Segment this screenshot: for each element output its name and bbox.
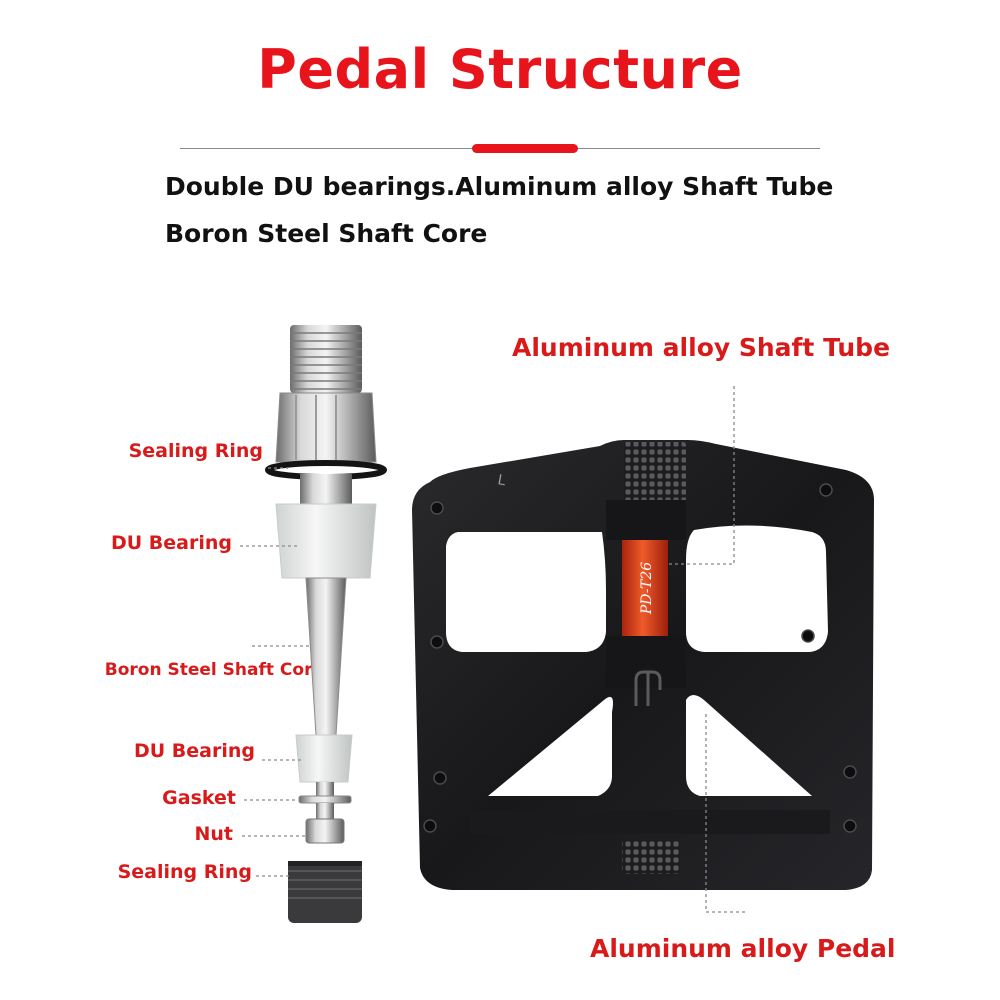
pedal-model-mark: PD-T26 <box>639 562 655 615</box>
label-sealing-ring-bottom: Sealing Ring <box>117 861 252 883</box>
pedal-side-mark: L <box>496 472 507 489</box>
label-shaft-tube: Aluminum alloy Shaft Tube <box>512 333 891 362</box>
gasket <box>298 795 352 804</box>
pedal-pins <box>423 483 857 833</box>
pedal-leader-lines <box>668 386 746 913</box>
label-nut: Nut <box>194 823 233 845</box>
boron-steel-shaft-core <box>305 577 347 736</box>
description-line-2: Boron Steel Shaft Core <box>165 219 488 248</box>
pedal-body: PD-T26 L <box>412 440 874 890</box>
label-du-bearing-top: DU Bearing <box>110 532 232 554</box>
title-divider-accent <box>472 144 578 153</box>
page-title: Pedal Structure <box>257 38 743 101</box>
label-boron-steel-shaft-core: Boron Steel Shaft Core <box>104 660 324 680</box>
label-du-bearing-bottom: DU Bearing <box>133 740 255 762</box>
description-line-1: Double DU bearings.Aluminum alloy Shaft … <box>165 172 834 201</box>
shaft-assembly <box>265 325 387 923</box>
du-bearing-top <box>275 503 377 579</box>
pedal-grip-bottom <box>622 840 680 874</box>
label-gasket: Gasket <box>162 787 236 809</box>
label-sealing-ring-top: Sealing Ring <box>128 440 263 462</box>
pedal-grip-top <box>624 442 686 504</box>
shaft-hex-collar <box>275 392 377 463</box>
pedal-logo-icon <box>634 670 662 706</box>
pedal-shaft-tube <box>622 540 668 636</box>
nut <box>305 818 345 844</box>
du-bearing-bottom <box>295 734 353 783</box>
shaft-thread <box>290 325 362 393</box>
shaft-leader-lines <box>240 467 312 877</box>
sealing-ring-bottom <box>288 861 362 923</box>
label-pedal: Aluminum alloy Pedal <box>590 934 896 963</box>
